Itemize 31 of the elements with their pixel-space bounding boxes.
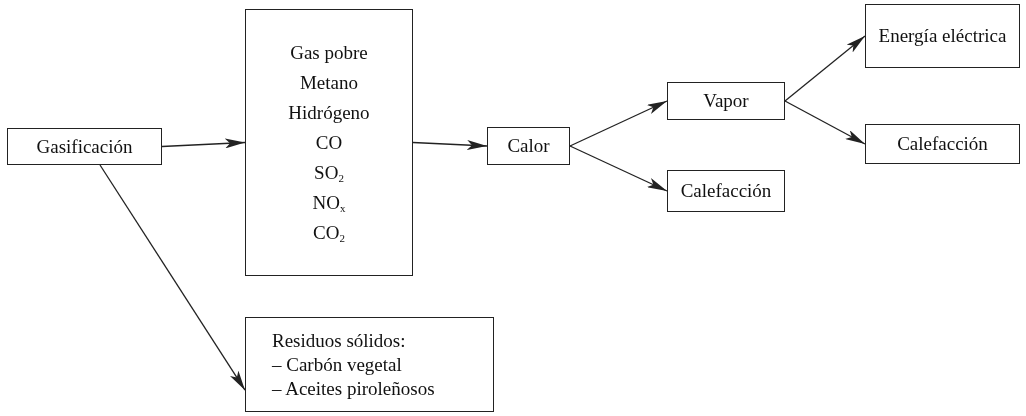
arrow	[784, 35, 866, 102]
box-text: Calefacción	[680, 179, 772, 203]
process-box	[7, 128, 162, 165]
box-text: Gasificación	[36, 134, 133, 159]
box-text: Energía eléctrica	[878, 24, 1007, 48]
process-box	[245, 317, 494, 412]
box-text: Calor	[507, 134, 550, 158]
box-text: Calefacción	[897, 132, 988, 156]
arrow	[412, 140, 488, 151]
box-text: Vapor	[703, 89, 749, 113]
arrow	[99, 164, 246, 391]
box-text: Residuos sólidos:	[272, 328, 406, 353]
box-text: Metano	[299, 70, 358, 95]
box-text: Gas pobre	[290, 40, 368, 65]
box-text: Hidrógeno	[288, 100, 370, 125]
process-box	[245, 9, 413, 276]
box-text: – Aceites piroleñosos	[272, 376, 435, 401]
process-box	[487, 127, 570, 165]
arrow	[569, 100, 668, 147]
process-box	[865, 124, 1020, 164]
box-text: NO$_{x}$	[312, 190, 346, 216]
process-box	[667, 82, 785, 120]
process-box	[667, 170, 785, 212]
box-text: CO	[315, 130, 343, 155]
arrow	[569, 145, 668, 192]
process-box	[865, 4, 1020, 68]
box-text: – Carbón vegetal	[272, 352, 402, 377]
arrow	[161, 138, 246, 149]
box-text: CO$_{2}$	[313, 220, 345, 246]
box-text: SO$_{2}$	[314, 160, 344, 186]
arrow	[784, 100, 866, 145]
